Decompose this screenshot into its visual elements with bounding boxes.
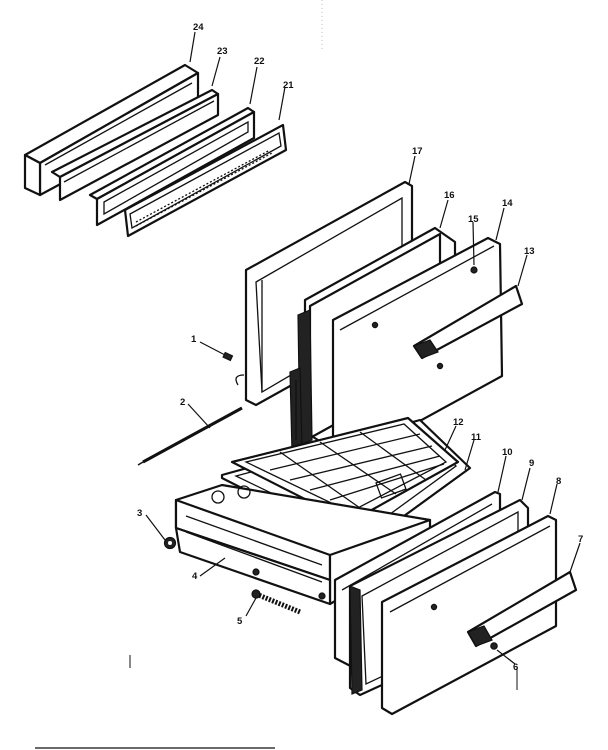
part-2-hinge-rod <box>137 406 243 466</box>
callout-14: 14 <box>502 198 513 209</box>
part-6-screw <box>490 642 498 650</box>
callout-24: 24 <box>193 22 204 33</box>
callout-1: 1 <box>191 334 197 345</box>
callout-5: 5 <box>237 616 243 627</box>
callout-13: 13 <box>524 246 535 257</box>
part-15-screw <box>470 266 478 274</box>
part-21-control-panel <box>123 123 288 238</box>
callout-22: 22 <box>254 56 265 67</box>
callout-8: 8 <box>556 476 561 487</box>
callout-9: 9 <box>529 458 534 469</box>
callout-7: 7 <box>578 534 583 545</box>
callout-23: 23 <box>217 46 228 57</box>
callout-3: 3 <box>137 508 142 519</box>
door-hinge-bracket <box>289 367 303 453</box>
part-23-trim-strip <box>50 88 220 202</box>
callout-4: 4 <box>192 571 198 582</box>
callout-6: 6 <box>513 662 518 673</box>
hinge-arrow-icon <box>235 374 245 386</box>
callout-16: 16 <box>444 190 455 201</box>
door-screw <box>436 362 444 370</box>
part-3-drawer-knob <box>163 536 177 550</box>
leader-lines <box>145 31 581 665</box>
part-13-door-handle <box>412 284 524 360</box>
callout-10: 10 <box>502 447 513 458</box>
panel-screw <box>430 603 438 611</box>
part-7-drawer-handle <box>466 570 578 648</box>
callout-11: 11 <box>471 432 482 443</box>
callout-21: 21 <box>283 80 294 91</box>
callout-17: 17 <box>412 146 423 157</box>
callout-12: 12 <box>453 417 464 428</box>
callout-15: 15 <box>468 214 479 225</box>
part-22-trim-frame <box>88 106 256 227</box>
callout-2: 2 <box>180 397 185 408</box>
part-1-screw <box>222 351 234 362</box>
door-screw <box>371 321 379 329</box>
part-8-front-panel <box>380 514 558 716</box>
part-5-spring <box>251 589 301 615</box>
